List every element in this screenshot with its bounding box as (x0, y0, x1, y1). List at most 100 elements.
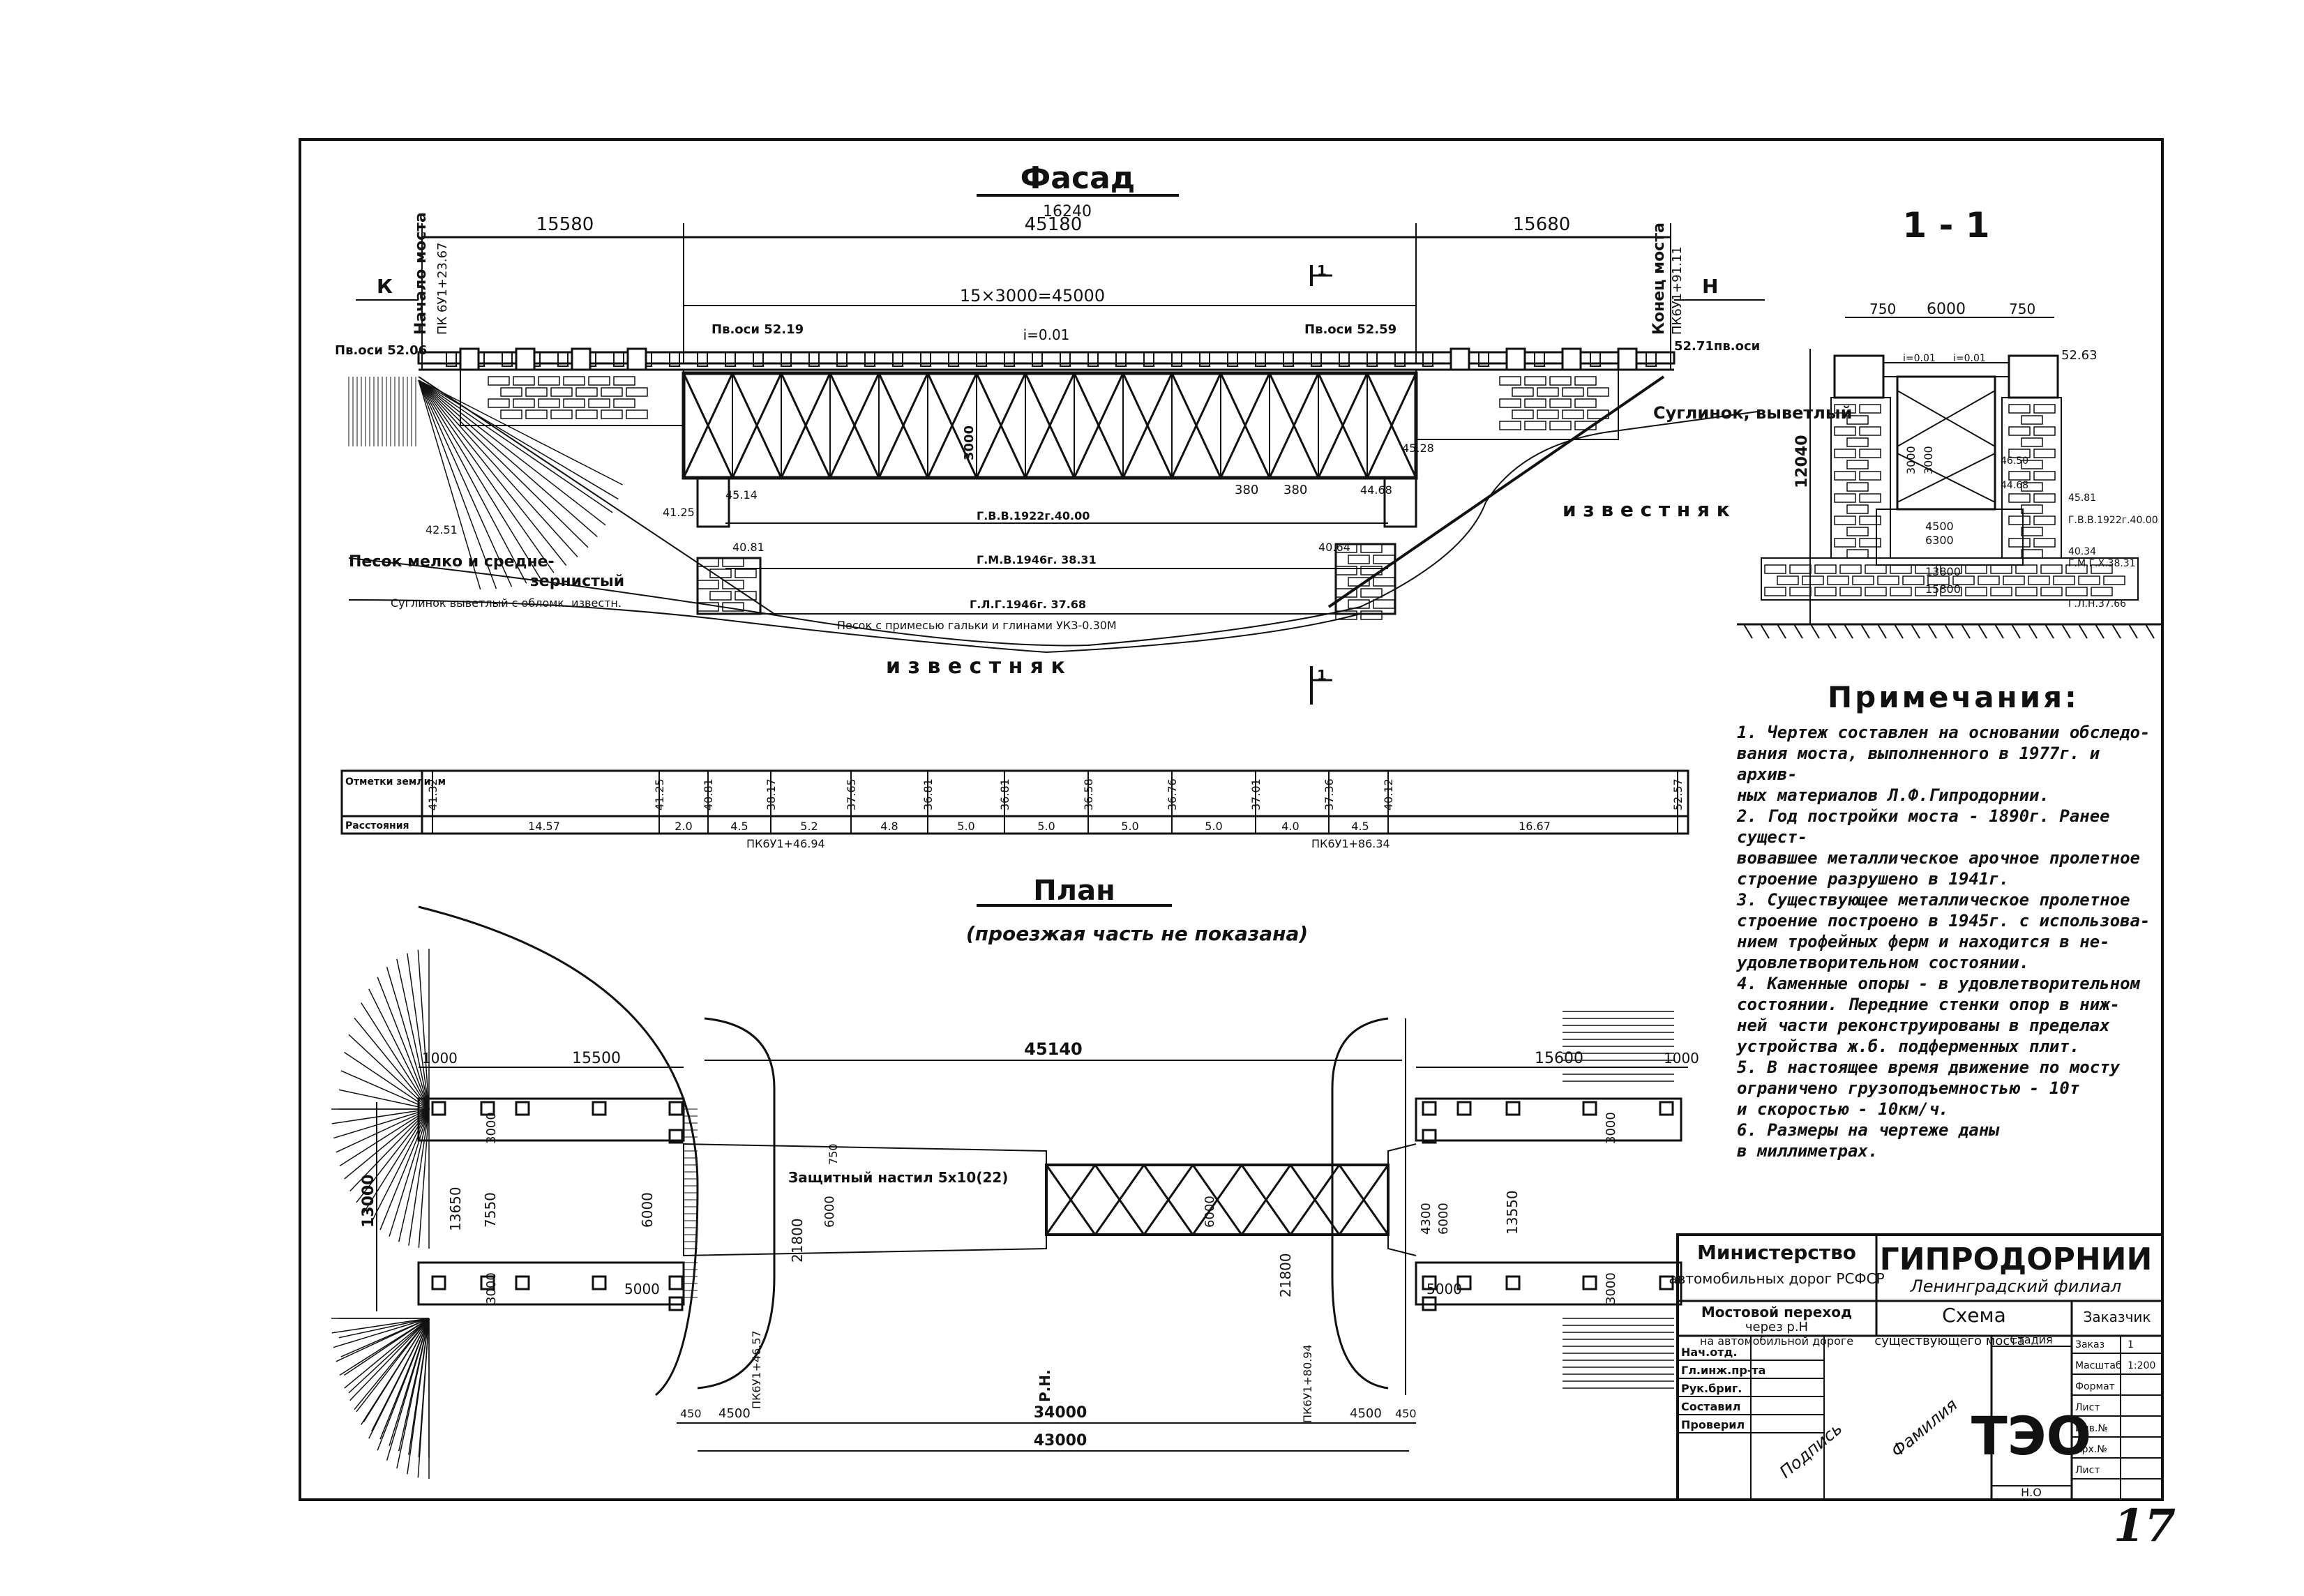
left-pier-cap (696, 476, 730, 528)
mark-right-0: 45.28 (1402, 442, 1434, 455)
facade-main-span: 45180 (1025, 214, 1083, 235)
plan-fan-line (349, 1318, 430, 1401)
plan-fan-line (386, 1318, 430, 1461)
stamp-name-col: Фамилия (1888, 1395, 1962, 1461)
brick (1978, 575, 2000, 585)
section-mark-5: Г.М.Г.Х.38.31 (2068, 558, 2136, 569)
start-pk: ПК 6У1+23.67 (435, 242, 450, 335)
brick (735, 591, 757, 601)
plan-fan-line (396, 1318, 430, 1469)
truss-lattice (682, 372, 1417, 479)
brick (2021, 415, 2043, 425)
ground-hatch (1927, 624, 1937, 639)
mid-right-level: Пв.оси 52.59 (1304, 322, 1396, 337)
ground-hatch (1961, 624, 1971, 639)
brick (1859, 426, 1881, 436)
rail-post (1060, 352, 1071, 367)
stamp-role: Составил (1681, 1400, 1740, 1413)
grid-spacing-2: 380 (1283, 483, 1307, 497)
note-line: нием трофейных ферм и находится в не- (1737, 932, 2110, 951)
brick (722, 557, 744, 567)
stamp-client: Заказчик (2084, 1309, 2151, 1325)
brick (1940, 564, 1962, 574)
brick (1814, 587, 1837, 596)
truss-diagonal (1317, 372, 1369, 479)
rail-post (1115, 352, 1127, 367)
plan-w4300: 4300 (1419, 1203, 1433, 1235)
plan-fan-line (349, 1108, 430, 1192)
truss-diagonal (878, 372, 929, 479)
truss-diagonal (1122, 372, 1173, 479)
note-line: 3. Существующее металлическое пролетное (1737, 890, 2130, 910)
brick (1549, 421, 1572, 430)
rail-post (557, 352, 569, 367)
rail-post (808, 352, 820, 367)
plan-fan-line (348, 1034, 430, 1110)
ground-hatch (2128, 624, 2138, 639)
brick (2021, 549, 2043, 559)
truss-diagonal (1170, 372, 1222, 479)
profile-elevation: 36.58 (1082, 778, 1095, 811)
rail-post (1143, 352, 1154, 367)
plan-fan-line (331, 1318, 430, 1334)
plan-fan-line (417, 949, 430, 1110)
rail-post (1590, 352, 1601, 367)
section-base2: 15800 (1925, 582, 1961, 596)
rail-post (781, 352, 792, 367)
plan-bolt (1582, 1101, 1597, 1116)
soil-sand-1: Песок мелко и средне- (349, 553, 555, 571)
plan-w6000-inner: 6000 (822, 1196, 837, 1228)
rail-post (502, 352, 513, 367)
rail-pillar (626, 347, 647, 371)
facade-left-span: 15580 (536, 214, 594, 235)
section-edge-left: 750 (1869, 301, 1896, 317)
plan-main-span: 45140 (1024, 1039, 1083, 1059)
plan-w3000-right-bot: 3000 (1604, 1272, 1618, 1304)
note-line: 4. Каменные опоры - в удовлетворительном (1737, 974, 2140, 993)
left-cone-fan (348, 377, 623, 590)
section-mark-6: Г.Л.Н.37.66 (2068, 598, 2126, 610)
plan-right-bank-hatch (684, 1011, 1674, 1389)
plan-bolt (480, 1101, 495, 1116)
brick (1348, 599, 1370, 609)
plan-w5000-right: 5000 (1426, 1281, 1462, 1297)
plan-bolt (1422, 1296, 1437, 1311)
plan-fan-line (331, 1108, 430, 1124)
stamp-stage: Стадия (2010, 1333, 2052, 1346)
profile-distance: 4.8 (880, 820, 898, 833)
stamp-role: Проверил (1681, 1418, 1745, 1431)
plan-title: План (1033, 875, 1115, 907)
brick (2040, 587, 2063, 596)
rail-pillar (571, 347, 592, 371)
brick (525, 409, 548, 419)
brick (1802, 575, 1824, 585)
brick (2065, 564, 2088, 574)
brick (1789, 564, 1812, 574)
plan-fan-line (340, 1070, 430, 1110)
section-top-level: 52.63 (2061, 348, 2098, 363)
brick (1846, 415, 1869, 425)
truss-diagonal (731, 372, 783, 479)
ground-hatch (1743, 624, 1753, 639)
section-mark-1: 44.68 (2001, 480, 2028, 491)
brick (1834, 404, 1856, 414)
plan-fan-line (417, 1318, 430, 1478)
section-mark-4: 40.34 (2068, 546, 2096, 557)
brick (2033, 449, 2056, 458)
brick (1562, 387, 1584, 397)
plan-w6000-left: 6000 (639, 1192, 656, 1228)
ground-hatch (1810, 624, 1820, 639)
rail-post (1339, 352, 1350, 367)
profile-elevation: 36.76 (1166, 778, 1179, 811)
plan-fan-line (348, 1318, 430, 1394)
plan-w750: 750 (827, 1143, 840, 1165)
plan-bolt (1422, 1101, 1437, 1116)
rail-post (1199, 352, 1210, 367)
brick (1499, 376, 1521, 386)
ground-hatch (2061, 624, 2071, 639)
ground-hatch (2011, 624, 2021, 639)
plan-truss-lattice (1045, 1164, 1390, 1235)
brick (613, 398, 635, 408)
plan-inner-left-2: 7550 (482, 1192, 499, 1228)
plan-fan-line (418, 1108, 430, 1248)
